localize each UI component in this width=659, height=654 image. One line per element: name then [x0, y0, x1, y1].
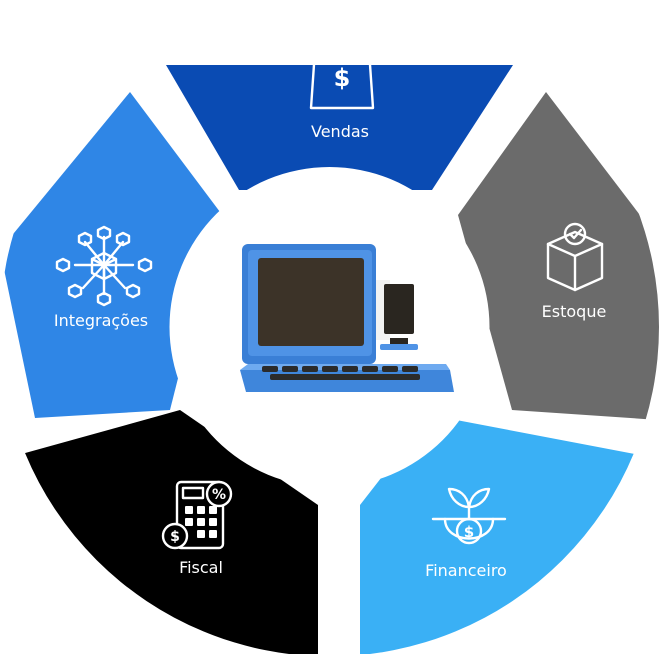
svg-text:%: %: [212, 487, 226, 503]
label-fiscal: Fiscal: [179, 558, 223, 577]
box-check-icon: [546, 222, 604, 292]
segment-estoque[interactable]: [458, 92, 659, 420]
segment-financeiro[interactable]: [360, 415, 640, 654]
svg-text:$: $: [464, 523, 474, 541]
money-plant-icon: $: [431, 487, 507, 545]
segment-vendas[interactable]: [166, 65, 513, 190]
label-estoque: Estoque: [542, 302, 607, 321]
svg-text:$: $: [334, 64, 351, 92]
svg-text:$: $: [170, 529, 180, 545]
label-financeiro: Financeiro: [425, 561, 507, 580]
shopping-bag-dollar-icon: $: [309, 36, 375, 110]
network-cubes-icon: [55, 225, 153, 307]
label-integracoes: Integrações: [54, 311, 148, 330]
label-vendas: Vendas: [311, 122, 369, 141]
calculator-percent-icon: % $: [161, 480, 233, 550]
laptop-icon: [240, 244, 454, 392]
